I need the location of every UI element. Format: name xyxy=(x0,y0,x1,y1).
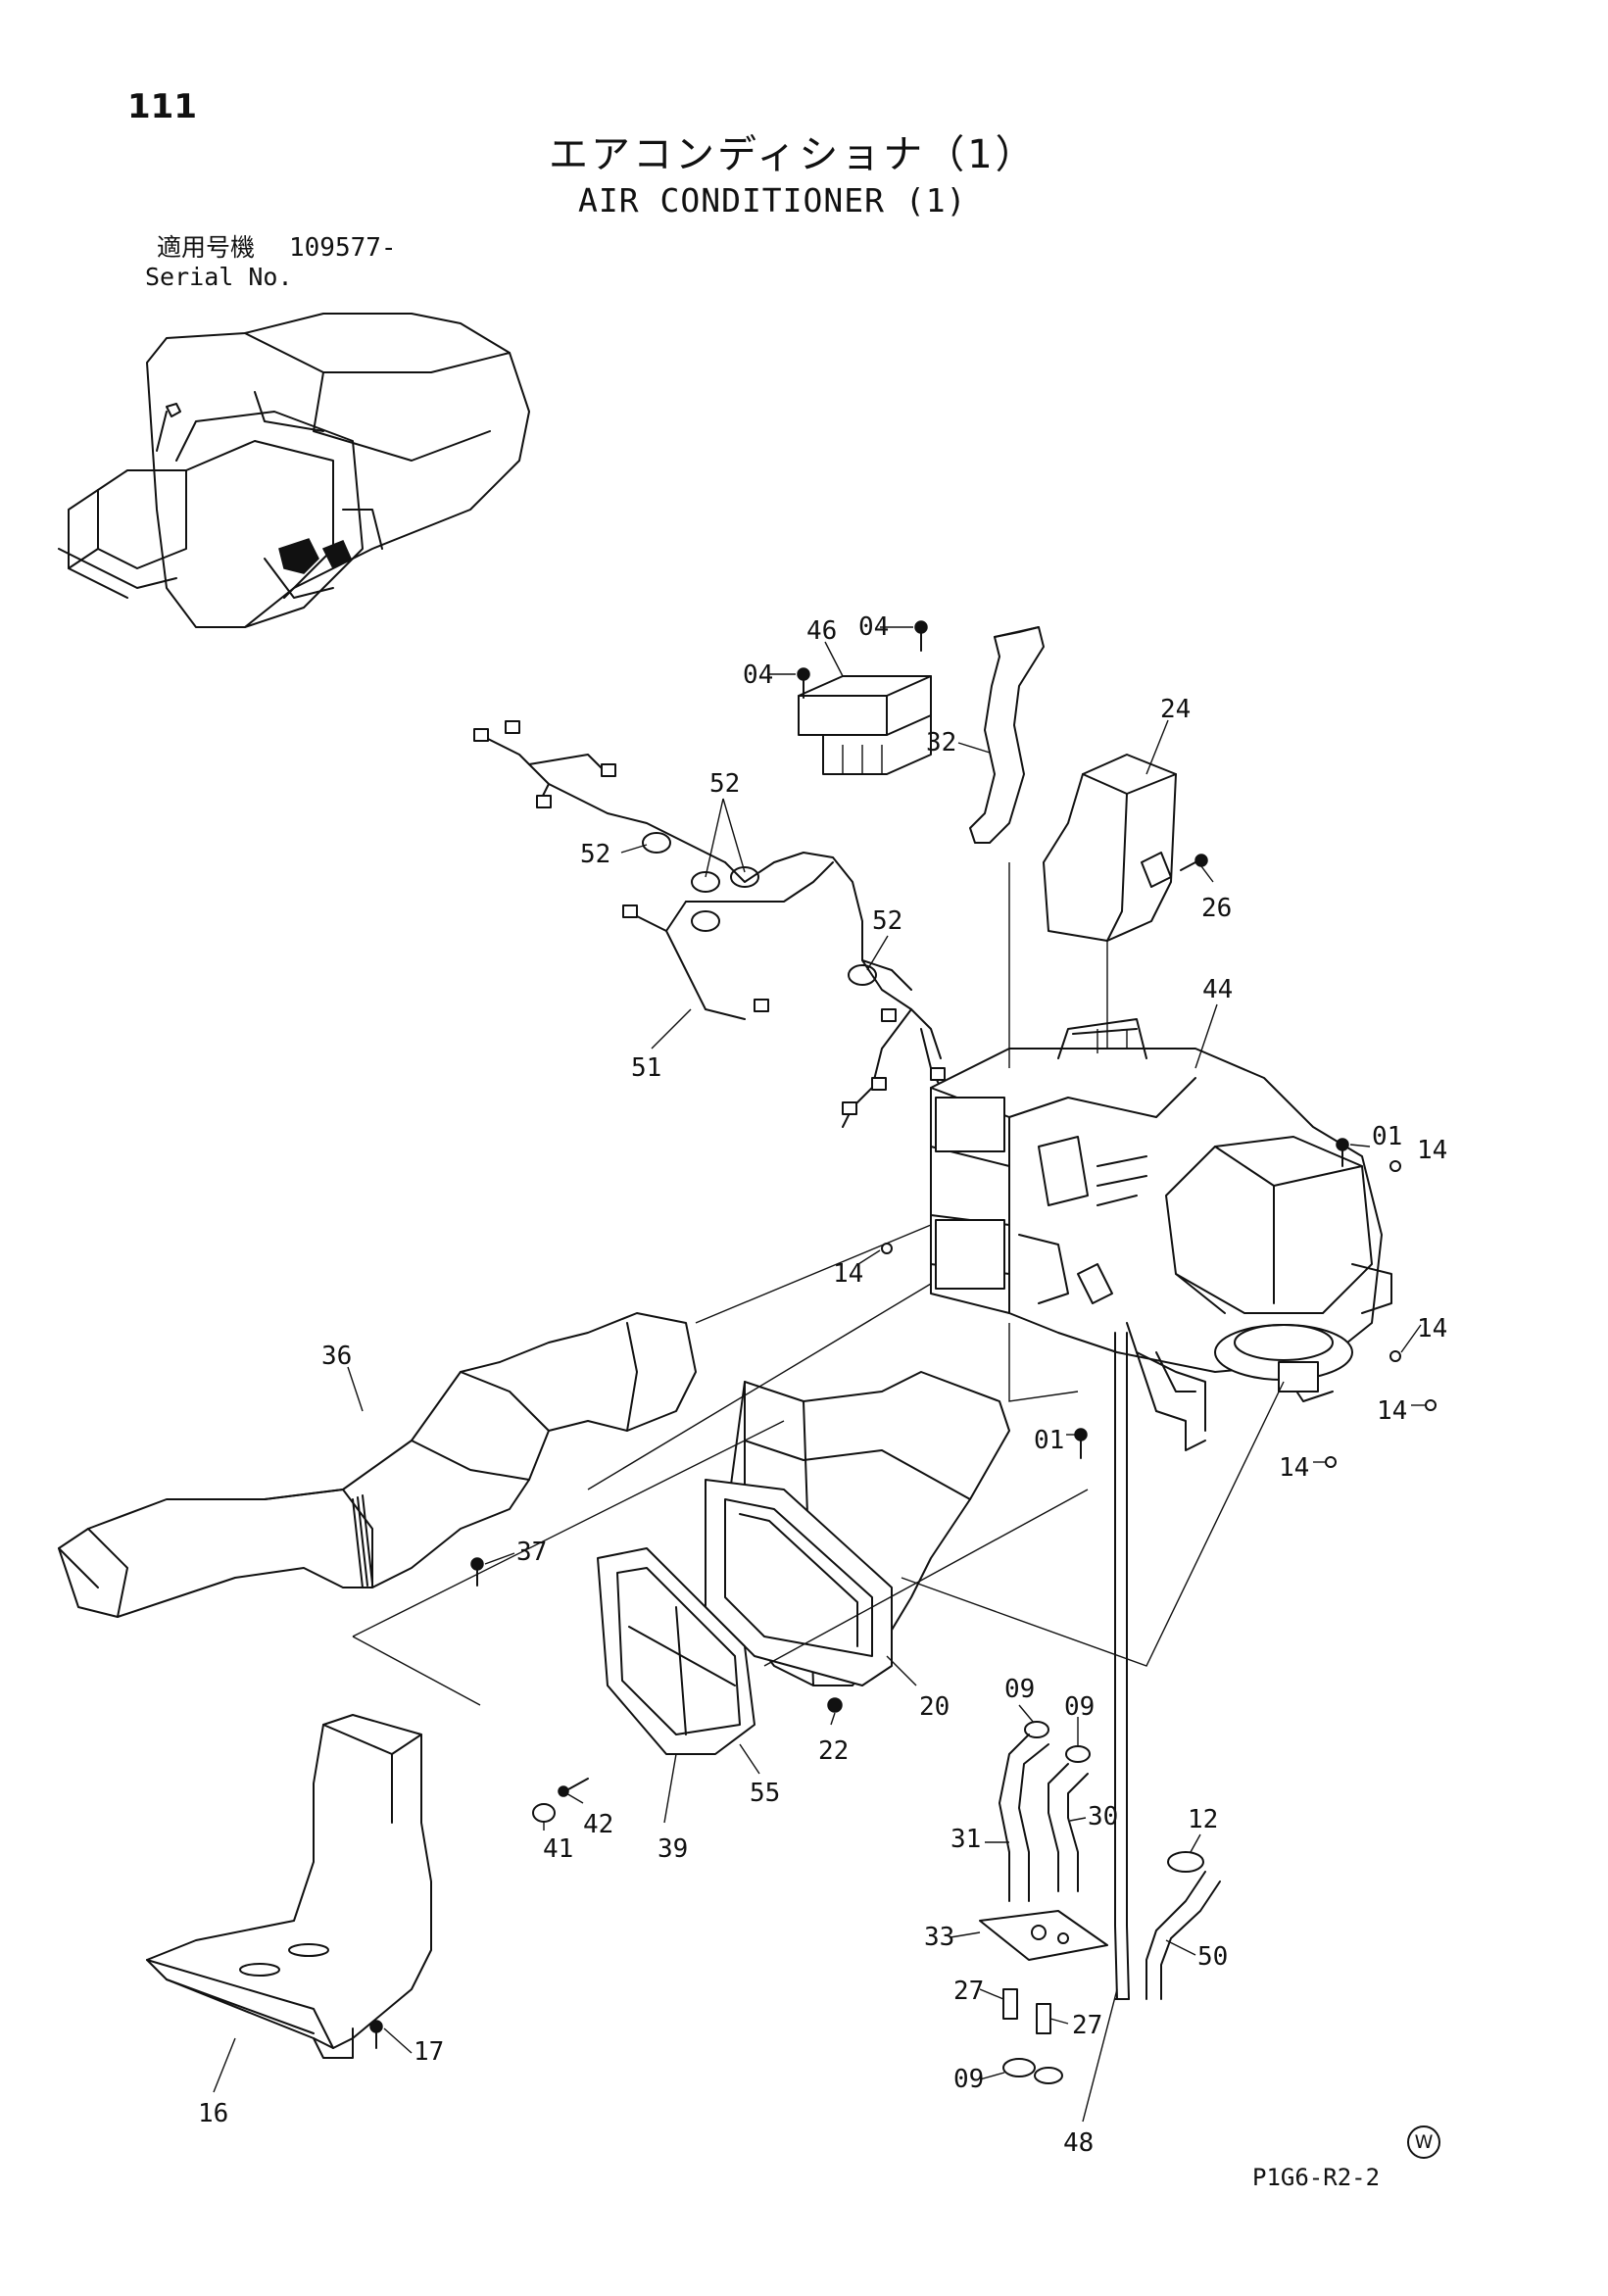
callout-26: 26 xyxy=(1201,894,1232,923)
drawing-code: P1G6-R2-2 xyxy=(1252,2164,1381,2191)
bolt-04-right xyxy=(914,620,928,652)
part-16-duct xyxy=(146,1714,432,2059)
clamp-52-group xyxy=(642,832,877,986)
callout-12: 12 xyxy=(1188,1805,1218,1834)
page-number: 111 xyxy=(127,87,197,126)
callout-27-left: 27 xyxy=(953,1977,984,2006)
callout-52-left: 52 xyxy=(580,840,610,869)
bolt-01-upper xyxy=(1336,1138,1349,1167)
cap-12 xyxy=(1167,1851,1204,1873)
callout-14-right: 14 xyxy=(1417,1314,1447,1343)
callout-32: 32 xyxy=(926,728,956,757)
callout-48: 48 xyxy=(1063,2128,1094,2158)
callout-39: 39 xyxy=(658,1834,688,1864)
screw-26 xyxy=(1180,854,1208,871)
plate-33 xyxy=(979,1910,1108,1961)
callout-44: 44 xyxy=(1202,975,1233,1004)
clamp-09-upper-left xyxy=(1024,1721,1049,1738)
page-title-en: AIR CONDITIONER (1) xyxy=(578,181,967,220)
callout-09-upper-right: 09 xyxy=(1064,1692,1095,1722)
callout-14-middle: 14 xyxy=(833,1259,863,1289)
callout-04-right: 04 xyxy=(858,612,889,642)
fitting-27-left xyxy=(1002,1988,1018,2020)
knob-41 xyxy=(532,1803,556,1823)
callout-14-bottom: 14 xyxy=(1279,1453,1309,1483)
callout-50: 50 xyxy=(1197,1942,1228,1972)
callout-52-top: 52 xyxy=(709,769,740,799)
page-title-jp: エアコンディショナ（1） xyxy=(549,132,1038,177)
clamp-09-lower xyxy=(1002,2058,1063,2084)
serial-number-value: 109577- xyxy=(289,233,397,263)
fitting-27-right xyxy=(1036,2003,1051,2034)
callout-14-upper-right: 14 xyxy=(1417,1136,1447,1165)
callout-51: 51 xyxy=(631,1053,661,1083)
part-39-filter xyxy=(597,1547,755,1755)
callout-22: 22 xyxy=(818,1736,849,1766)
hose-31 xyxy=(999,1734,1049,1902)
callout-55: 55 xyxy=(750,1779,780,1808)
screw-22 xyxy=(827,1697,843,1713)
part-46-controller xyxy=(798,675,932,775)
callout-09-upper-left: 09 xyxy=(1004,1675,1035,1704)
callout-leader-lines xyxy=(213,626,1425,2123)
callout-27-right: 27 xyxy=(1072,2011,1102,2040)
callout-20: 20 xyxy=(919,1692,950,1722)
callout-46: 46 xyxy=(806,616,837,646)
callout-17: 17 xyxy=(414,2037,444,2067)
serial-label-jp: 適用号機 xyxy=(157,233,256,262)
callout-33: 33 xyxy=(924,1923,954,1952)
callout-14-lower-right: 14 xyxy=(1377,1396,1407,1426)
bolt-17 xyxy=(369,2020,383,2049)
pipe-48 xyxy=(1114,1332,1130,2000)
excavator-overview-illustration xyxy=(58,313,530,628)
callout-01-upper: 01 xyxy=(1372,1122,1402,1151)
callout-41: 41 xyxy=(543,1834,573,1864)
part-24-duct xyxy=(1043,754,1177,942)
callout-42: 42 xyxy=(583,1810,613,1839)
assembly-guide-lines xyxy=(352,862,1285,1706)
part-36-duct xyxy=(58,1312,697,1618)
callout-01-lower: 01 xyxy=(1034,1426,1064,1455)
callout-52-right: 52 xyxy=(872,906,902,936)
hose-30 xyxy=(1048,1763,1089,1892)
hose-50 xyxy=(1145,1871,1221,2000)
bolt-04-left xyxy=(797,667,810,699)
fastener-14-group xyxy=(881,1160,1437,1468)
callout-16: 16 xyxy=(198,2099,228,2128)
part-51-wire-harness xyxy=(473,720,946,1128)
callout-24: 24 xyxy=(1160,695,1191,724)
callout-09-lower: 09 xyxy=(953,2065,984,2094)
w-circle-mark: W xyxy=(1407,2125,1440,2159)
bolt-01-lower xyxy=(1074,1428,1088,1459)
callout-labels: 46 04 04 32 24 26 52 52 52 51 44 01 14 1… xyxy=(198,612,1447,2158)
part-32-duct xyxy=(969,626,1045,844)
part-44-air-conditioner-unit xyxy=(930,1018,1392,1451)
bolt-37 xyxy=(470,1557,484,1587)
callout-31: 31 xyxy=(950,1825,981,1854)
callout-30: 30 xyxy=(1088,1802,1118,1832)
callout-36: 36 xyxy=(321,1342,352,1371)
callout-37: 37 xyxy=(516,1538,547,1567)
screw-42 xyxy=(558,1778,589,1797)
clamp-09-upper-right xyxy=(1065,1745,1091,1763)
serial-label-en: Serial No. xyxy=(145,263,293,291)
callout-04-left: 04 xyxy=(743,660,773,690)
part-55-gasket-frame xyxy=(705,1479,893,1686)
